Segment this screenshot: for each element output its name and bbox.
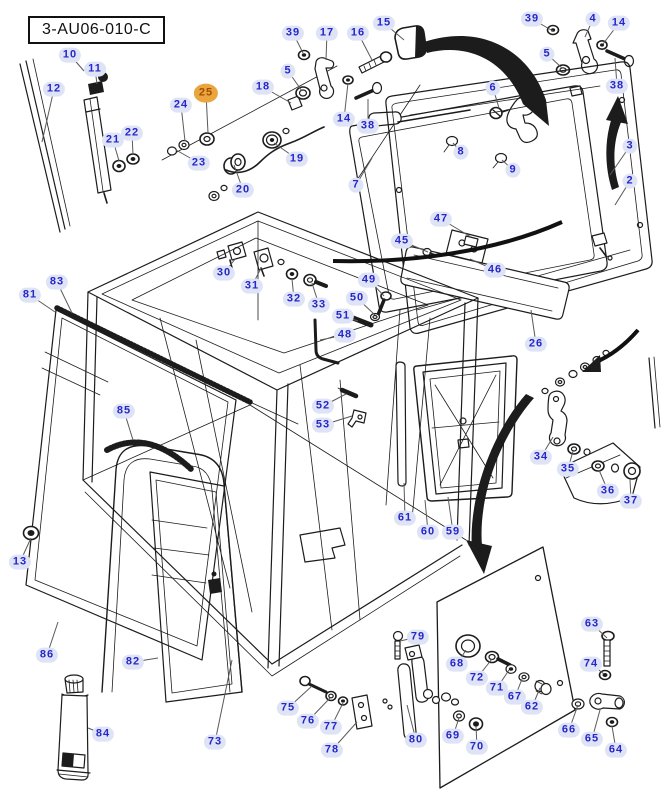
callout-60[interactable]: 60 [416, 524, 440, 540]
callout-66[interactable]: 66 [557, 722, 581, 738]
callout-38[interactable]: 38 [605, 78, 629, 94]
callout-77[interactable]: 77 [319, 719, 343, 735]
callout-71[interactable]: 71 [485, 680, 509, 696]
callout-72[interactable]: 72 [465, 670, 489, 686]
top-right-hinge [548, 26, 634, 76]
callout-49[interactable]: 49 [357, 272, 381, 288]
glass-edge-lines [20, 59, 70, 232]
callout-48[interactable]: 48 [333, 327, 357, 343]
callout-5[interactable]: 5 [280, 63, 296, 79]
callout-37[interactable]: 37 [619, 493, 643, 509]
callout-33[interactable]: 33 [307, 297, 331, 313]
washer-cluster [162, 66, 337, 201]
callout-21[interactable]: 21 [101, 132, 125, 148]
callout-53[interactable]: 53 [311, 417, 335, 433]
callout-15[interactable]: 15 [372, 15, 396, 31]
callout-30[interactable]: 30 [212, 265, 236, 281]
callout-86[interactable]: 86 [35, 647, 59, 663]
callout-85[interactable]: 85 [112, 403, 136, 419]
callout-3[interactable]: 3 [622, 138, 638, 154]
flow-arrows [333, 35, 638, 574]
callout-26[interactable]: 26 [524, 336, 548, 352]
callout-2[interactable]: 2 [622, 173, 638, 189]
callout-61[interactable]: 61 [393, 510, 417, 526]
callout-63[interactable]: 63 [580, 616, 604, 632]
callout-16[interactable]: 16 [346, 25, 370, 41]
callout-76[interactable]: 76 [296, 713, 320, 729]
hinge-parts [542, 350, 640, 503]
callout-81[interactable]: 81 [18, 287, 42, 303]
callout-6[interactable]: 6 [485, 80, 501, 96]
roof-hardware [315, 292, 391, 427]
callout-10[interactable]: 10 [58, 47, 82, 63]
callout-4[interactable]: 4 [585, 11, 601, 27]
callout-22[interactable]: 22 [120, 125, 144, 141]
callout-19[interactable]: 19 [285, 151, 309, 167]
callout-84[interactable]: 84 [91, 726, 115, 742]
callout-74[interactable]: 74 [579, 656, 603, 672]
callout-64[interactable]: 64 [604, 742, 628, 758]
callout-65[interactable]: 65 [580, 731, 604, 747]
callout-38[interactable]: 38 [356, 118, 380, 134]
callout-39[interactable]: 39 [520, 11, 544, 27]
side-window [396, 356, 517, 501]
callout-24[interactable]: 24 [169, 97, 193, 113]
pivot-parts [217, 242, 326, 286]
callout-35[interactable]: 35 [556, 461, 580, 477]
cab-frame [83, 212, 478, 676]
callout-52[interactable]: 52 [311, 398, 335, 414]
callout-73[interactable]: 73 [203, 734, 227, 750]
callout-14[interactable]: 14 [607, 15, 631, 31]
callout-69[interactable]: 69 [441, 728, 465, 744]
callout-59[interactable]: 59 [441, 524, 465, 540]
callout-32[interactable]: 32 [282, 291, 306, 307]
callout-75[interactable]: 75 [276, 700, 300, 716]
callout-13[interactable]: 13 [8, 554, 32, 570]
callout-67[interactable]: 67 [503, 689, 527, 705]
callout-11[interactable]: 11 [84, 61, 106, 77]
callout-23[interactable]: 23 [187, 155, 211, 171]
callout-45[interactable]: 45 [390, 233, 414, 249]
callout-25[interactable]: 25 [193, 83, 219, 103]
callout-82[interactable]: 82 [121, 654, 145, 670]
door-window-assembly [102, 442, 242, 702]
callout-31[interactable]: 31 [240, 278, 264, 294]
callout-8[interactable]: 8 [453, 144, 469, 160]
callout-83[interactable]: 83 [45, 274, 69, 290]
callout-46[interactable]: 46 [483, 262, 507, 278]
callout-78[interactable]: 78 [320, 742, 344, 758]
callout-9[interactable]: 9 [505, 162, 521, 178]
callout-36[interactable]: 36 [596, 483, 620, 499]
callout-20[interactable]: 20 [231, 182, 255, 198]
callout-12[interactable]: 12 [42, 81, 66, 97]
nuts-21-22 [113, 154, 139, 172]
callout-80[interactable]: 80 [404, 732, 428, 748]
grommet-and-tube [24, 527, 91, 781]
callout-50[interactable]: 50 [345, 290, 369, 306]
callout-51[interactable]: 51 [331, 308, 355, 324]
callout-17[interactable]: 17 [315, 25, 339, 41]
callout-39[interactable]: 39 [281, 25, 305, 41]
callout-18[interactable]: 18 [251, 79, 275, 95]
callout-14[interactable]: 14 [332, 111, 356, 127]
leader-lines [20, 19, 631, 750]
callout-68[interactable]: 68 [445, 656, 469, 672]
gas-strut [84, 72, 111, 203]
callout-79[interactable]: 79 [406, 629, 430, 645]
callout-47[interactable]: 47 [429, 211, 453, 227]
callout-34[interactable]: 34 [529, 449, 553, 465]
drawing-ref-label: 3-AU06-010-C [28, 16, 166, 44]
callout-62[interactable]: 62 [520, 699, 544, 715]
panel-hardware [300, 547, 624, 788]
callout-5[interactable]: 5 [539, 46, 555, 62]
windshield [26, 308, 298, 660]
callout-70[interactable]: 70 [465, 739, 489, 755]
callout-7[interactable]: 7 [348, 177, 364, 193]
